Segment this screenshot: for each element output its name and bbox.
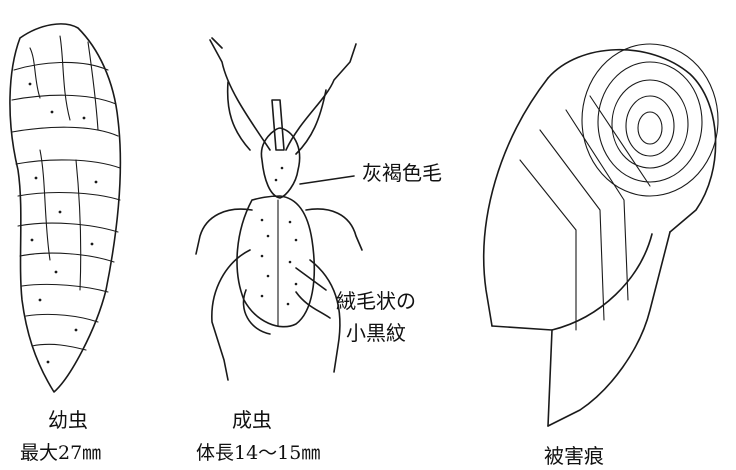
spots-annotation-line1: 絨毛状の: [336, 286, 416, 316]
adult-size-label: 体長14〜15㎜: [196, 438, 320, 465]
larva-label: 幼虫: [48, 404, 88, 433]
damage-label: 被害痕: [544, 440, 604, 469]
spots-annotation-line2: 小黒紋: [346, 318, 406, 348]
larva-size-label: 最大27㎜: [20, 438, 101, 465]
adult-label: 成虫: [232, 404, 272, 433]
hair-annotation: 灰褐色毛: [362, 158, 442, 188]
